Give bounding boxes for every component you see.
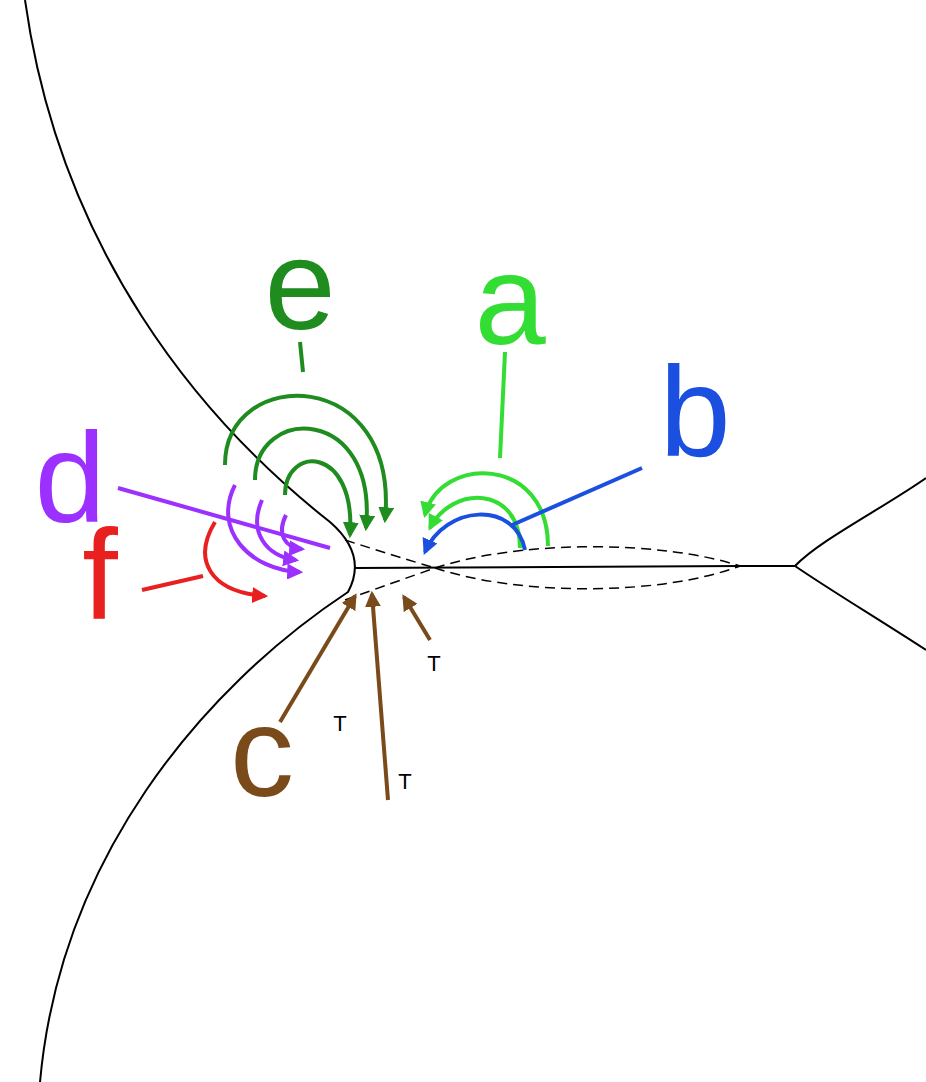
process-label: e (264, 221, 335, 349)
temperature-mark: T (427, 653, 440, 675)
process-label: c (230, 688, 294, 816)
temperature-mark: T (333, 713, 346, 735)
process-label: b (659, 348, 730, 476)
temperature-mark: T (398, 771, 411, 793)
f-arrow (142, 522, 265, 596)
left-bubble (25, 0, 355, 1082)
right-border (795, 478, 926, 650)
b-arrow (425, 468, 642, 552)
c-arrows (280, 594, 430, 800)
process-label: f (82, 511, 118, 639)
film-line (355, 566, 795, 568)
d-arrows (118, 485, 330, 572)
bubble-outlines (25, 0, 926, 1082)
dashed-profiles (345, 540, 740, 600)
e-arrows (225, 342, 386, 535)
process-label: a (474, 236, 545, 364)
